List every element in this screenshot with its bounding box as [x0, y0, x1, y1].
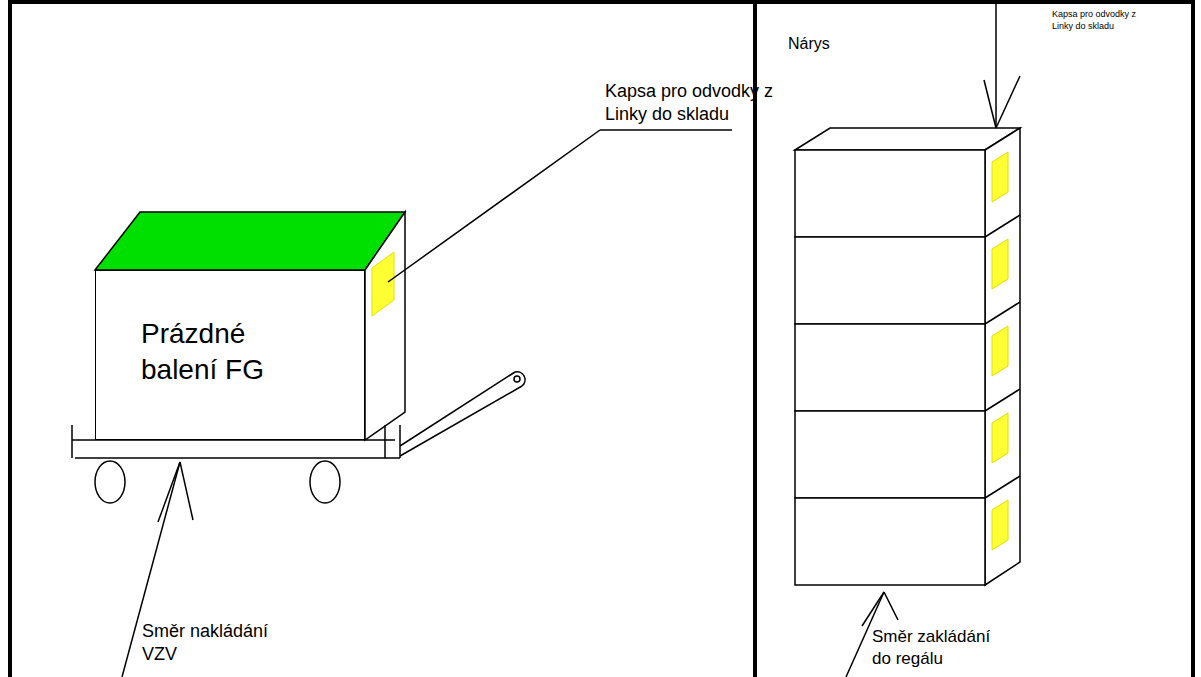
cart-drawing [72, 130, 732, 677]
stack-boxes [795, 150, 1020, 585]
stack-side [985, 128, 1020, 585]
stack-box [795, 237, 985, 324]
direction-arrow [846, 4, 1020, 677]
package-box: Prázdné balení FG [95, 270, 365, 440]
pocket [372, 252, 394, 316]
stack-top [795, 128, 1020, 150]
stack-box [795, 324, 985, 411]
pocket [992, 326, 1008, 376]
box-edge [985, 476, 1020, 498]
pocket [992, 152, 1008, 202]
view-title: Nárys [788, 34, 908, 55]
box-side [365, 212, 405, 440]
pocket [992, 239, 1008, 289]
callout-text: Kapsa pro odvodky z Linky do skladu [605, 80, 795, 127]
box-label: Prázdné balení FG [141, 316, 301, 389]
pocket [992, 500, 1008, 550]
frame [8, 0, 1195, 677]
box-edge [985, 389, 1020, 411]
stack-box [795, 411, 985, 498]
callout-text: Kapsa pro odvodky z Linky do skladu [1052, 9, 1152, 32]
stack-drawing [795, 4, 1020, 677]
direction-text: Směr zakládání do regálu [872, 626, 1012, 670]
box-top [95, 212, 405, 270]
leader-line [388, 130, 732, 282]
pocket [992, 413, 1008, 463]
stack-box [795, 498, 985, 585]
direction-text: Směr nakládání VZV [142, 620, 292, 667]
stack-box [795, 150, 985, 237]
box-edge [985, 302, 1020, 324]
box-edge [985, 215, 1020, 237]
